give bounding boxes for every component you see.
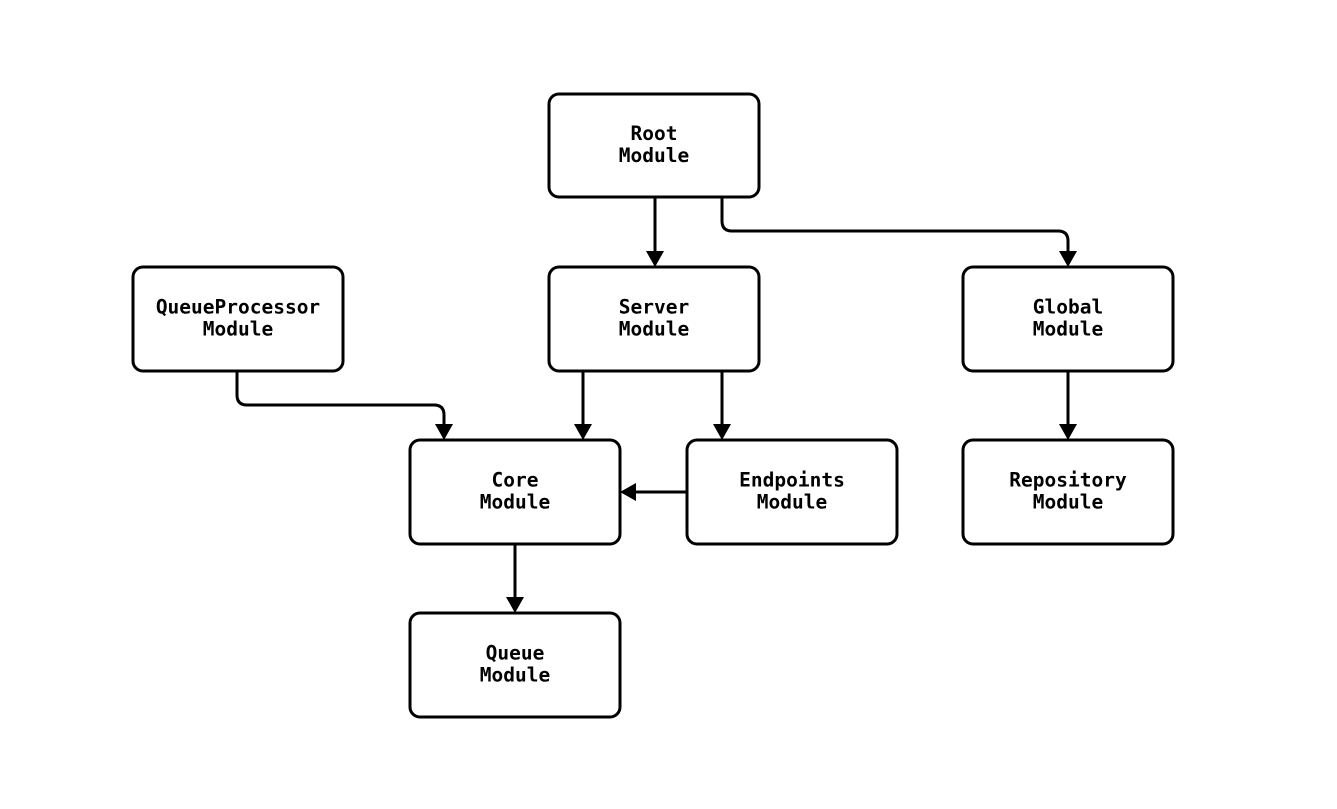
edge-queueprocessor-to-core-line (235, 371, 446, 424)
edge-endpoints-to-core-arrowhead (620, 483, 636, 501)
queue-module-node-label-line1: Queue (486, 642, 545, 665)
server-module-node-label-line1: Server (619, 296, 689, 319)
global-module-node-label-line2: Module (1033, 318, 1103, 341)
server-module-node-box[interactable] (547, 265, 761, 373)
endpoints-module-node-label-line1: Endpoints (739, 469, 845, 492)
repository-module-node-label-line2: Module (1033, 491, 1103, 514)
edge-queueprocessor-to-core (235, 371, 453, 440)
edge-core-to-queue-arrowhead (506, 597, 524, 613)
queueprocessor-module-node-box[interactable] (131, 265, 345, 373)
edge-global-to-repository (1059, 371, 1077, 440)
repository-module-node-box[interactable] (961, 438, 1175, 546)
edges-layer (235, 197, 1077, 613)
nodes-layer: RootModuleQueueProcessorModuleServerModu… (131, 92, 1175, 719)
edge-root-to-global (720, 197, 1077, 267)
edge-server-to-core-arrowhead (574, 424, 592, 440)
endpoints-module-node-box[interactable] (685, 438, 899, 546)
endpoints-module-node-label-line2: Module (757, 491, 827, 514)
edge-root-to-global-arrowhead (1059, 251, 1077, 267)
queue-module-node-label-line2: Module (480, 664, 550, 687)
global-module-node-box[interactable] (961, 265, 1175, 373)
edge-core-to-queue (506, 544, 524, 613)
edge-root-to-server (646, 197, 664, 267)
root-module-node-label-line1: Root (631, 122, 678, 145)
queue-module-node-box[interactable] (408, 611, 622, 719)
queueprocessor-module-node-label-line1: QueueProcessor (156, 296, 320, 319)
core-module-node-label-line1: Core (492, 469, 539, 492)
queueprocessor-module-node-label-line2: Module (203, 318, 273, 341)
edge-server-to-endpoints (713, 371, 731, 440)
server-module-node-label-line2: Module (619, 318, 689, 341)
global-module-node-label-line1: Global (1033, 296, 1103, 319)
core-module-node-box[interactable] (408, 438, 622, 546)
edge-root-to-server-arrowhead (646, 251, 664, 267)
edge-queueprocessor-to-core-arrowhead (435, 424, 453, 440)
edge-server-to-core (574, 371, 592, 440)
edge-server-to-endpoints-arrowhead (713, 424, 731, 440)
repository-module-node-label-line1: Repository (1009, 469, 1127, 492)
root-module-node-box[interactable] (547, 92, 761, 199)
edge-global-to-repository-arrowhead (1059, 424, 1077, 440)
root-module-node-label-line2: Module (619, 144, 689, 167)
core-module-node-label-line2: Module (480, 491, 550, 514)
edge-root-to-global-line (720, 197, 1070, 251)
edge-endpoints-to-core (620, 483, 687, 501)
